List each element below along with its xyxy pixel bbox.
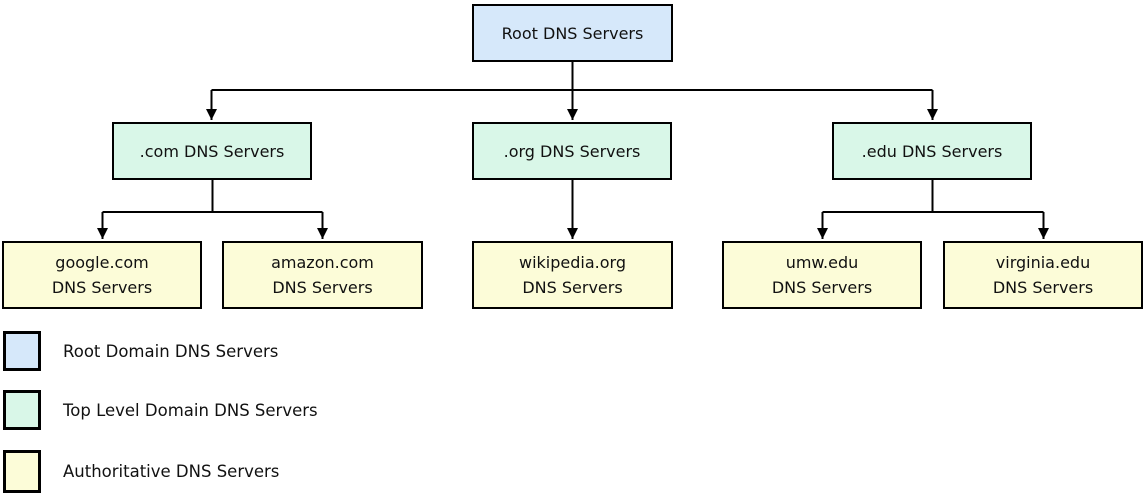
node-label-line2: DNS Servers — [771, 278, 873, 297]
legend-item-authoritative: Authoritative DNS Servers — [3, 450, 279, 493]
node-label: .org DNS Servers — [503, 141, 641, 161]
legend-item-top-level-domain: Top Level Domain DNS Servers — [3, 390, 318, 430]
node-umw-dns-servers: umw.edu DNS Servers — [722, 241, 922, 309]
node-label-line2: DNS Servers — [51, 278, 153, 297]
legend-label: Top Level Domain DNS Servers — [63, 400, 318, 420]
connector-com-bus — [102, 180, 323, 213]
node-root-dns-servers: Root DNS Servers — [472, 4, 673, 62]
node-com-dns-servers: .com DNS Servers — [112, 122, 312, 180]
node-wikipedia-dns-servers: wikipedia.org DNS Servers — [472, 241, 673, 309]
node-virginia-dns-servers: virginia.edu DNS Servers — [943, 241, 1143, 309]
legend-swatch-authoritative — [3, 450, 41, 493]
node-label-line1: umw.edu — [785, 253, 859, 272]
legend-swatch-root-domain — [3, 331, 41, 371]
node-label-line1: virginia.edu — [995, 253, 1091, 272]
connector-root-bus — [211, 62, 933, 91]
node-edu-dns-servers: .edu DNS Servers — [832, 122, 1032, 180]
legend-item-root-domain: Root Domain DNS Servers — [3, 331, 278, 371]
node-google-dns-servers: google.com DNS Servers — [2, 241, 202, 309]
node-org-dns-servers: .org DNS Servers — [472, 122, 672, 180]
node-label: .edu DNS Servers — [861, 141, 1003, 161]
legend-label: Authoritative DNS Servers — [63, 462, 280, 481]
node-label-line2: DNS Servers — [272, 278, 373, 297]
legend-label: Root Domain DNS Servers — [63, 341, 279, 361]
node-label-line1: google.com — [55, 253, 149, 272]
node-label-line2: DNS Servers — [992, 278, 1094, 297]
legend-swatch-top-level-domain — [3, 390, 41, 430]
node-label-line1: amazon.com — [271, 253, 374, 272]
node-label: .com DNS Servers — [139, 141, 285, 161]
connector-edu-bus — [822, 180, 1044, 213]
node-amazon-dns-servers: amazon.com DNS Servers — [222, 241, 423, 309]
node-label-line1: wikipedia.org — [519, 253, 626, 272]
node-label-line2: DNS Servers — [522, 278, 623, 297]
node-label: Root DNS Servers — [501, 23, 644, 43]
